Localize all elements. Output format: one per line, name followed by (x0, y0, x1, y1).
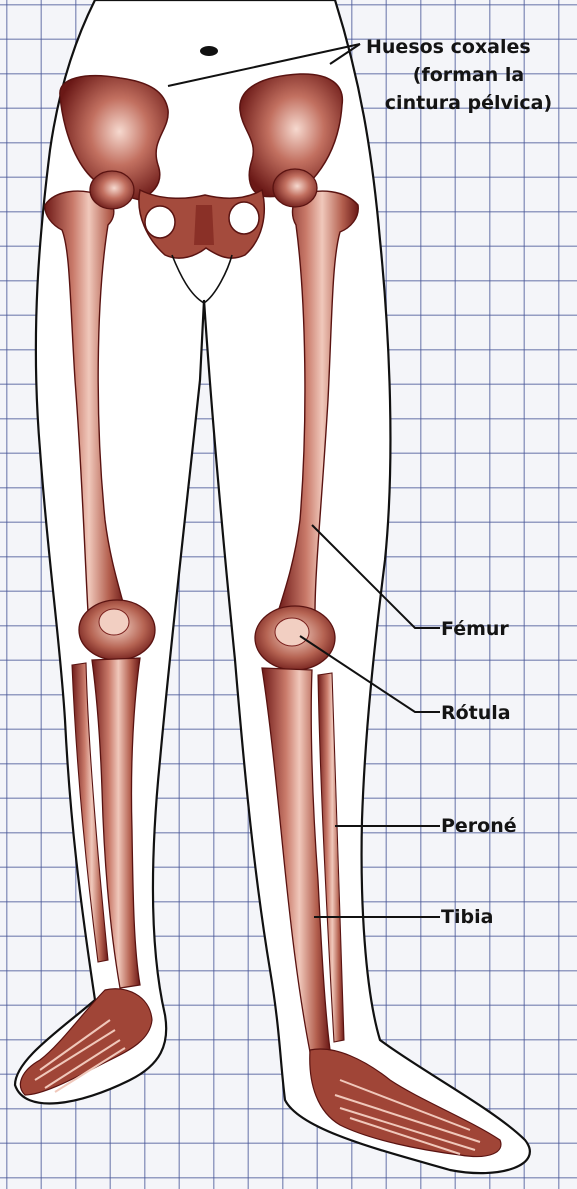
label-tibia: Tibia (441, 908, 493, 927)
label-perone: Peroné (441, 817, 517, 836)
label-coxales-line2: (forman la (366, 61, 571, 89)
left-femur-head (90, 171, 134, 209)
label-coxales-line1: Huesos coxales (366, 33, 571, 61)
left-patella (99, 609, 129, 635)
label-huesos-coxales: Huesos coxales (forman la cintura pélvic… (366, 33, 571, 117)
left-obturator-foramen (145, 206, 175, 238)
label-coxales-line3: cintura pélvica) (366, 89, 571, 117)
navel-mark (200, 46, 218, 56)
pubic-symphysis (194, 205, 214, 245)
right-obturator-foramen (229, 202, 259, 234)
label-rotula: Rótula (441, 704, 511, 723)
right-patella (275, 618, 309, 646)
label-femur: Fémur (441, 620, 509, 639)
right-femur-head (273, 169, 317, 207)
